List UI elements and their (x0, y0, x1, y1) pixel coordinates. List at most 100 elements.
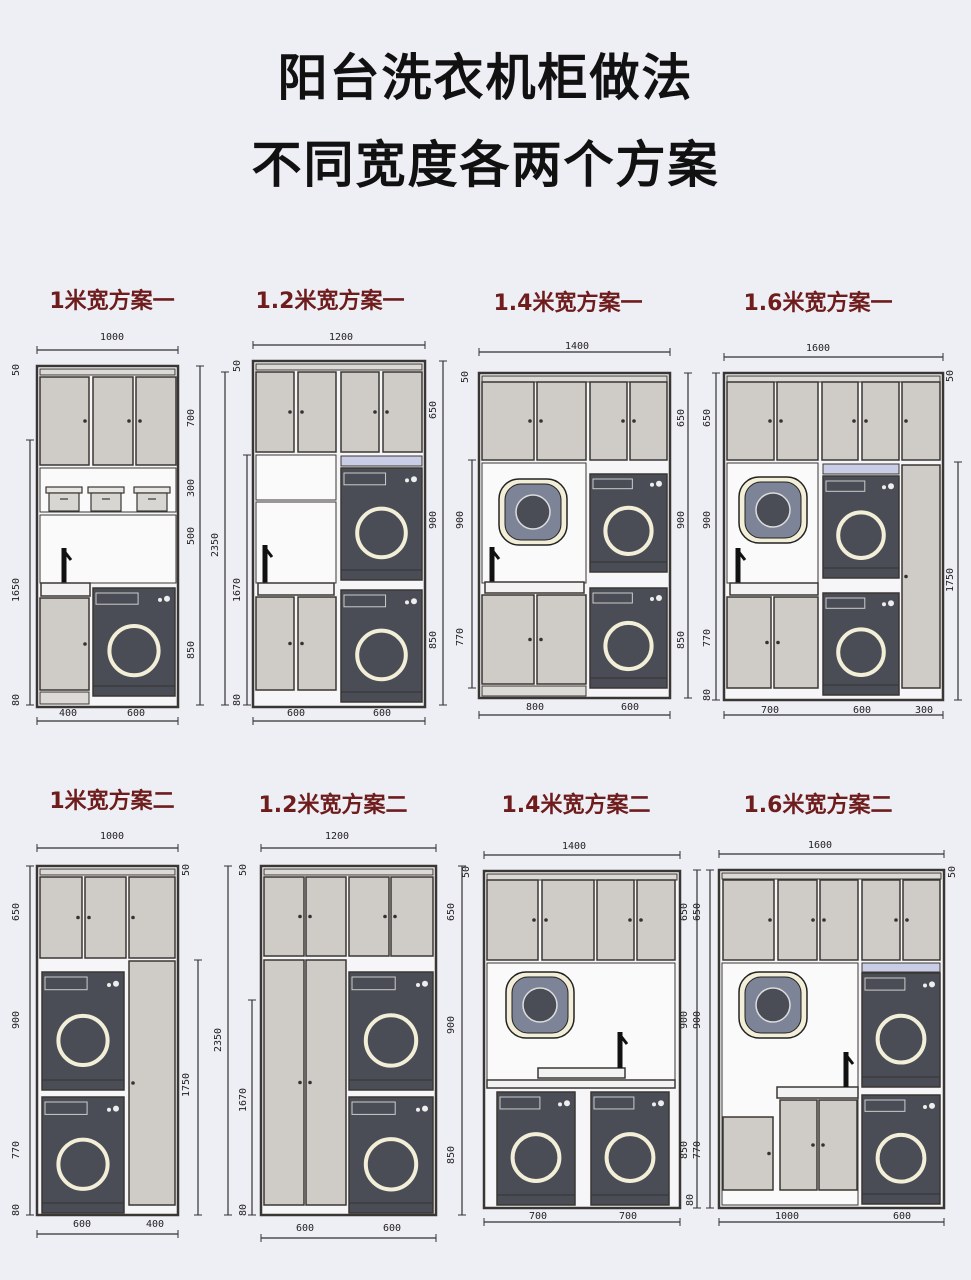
dryer-door (515, 494, 551, 530)
cabinet-door (128, 960, 176, 1206)
dimension-label: 650 (676, 409, 687, 427)
door-knob (131, 1081, 135, 1085)
control-panel (825, 597, 866, 609)
control-knob (650, 597, 654, 601)
dimension-label: 80 (702, 689, 713, 701)
countertop (537, 1067, 626, 1079)
dimension-label: 50 (947, 866, 958, 878)
countertop (776, 1086, 859, 1099)
cabinet-door (263, 876, 305, 957)
dimension-label: 600 (893, 1211, 911, 1222)
cabinet-door (39, 876, 83, 959)
control-knob (107, 982, 111, 987)
top-panel (721, 872, 942, 880)
control-knob (416, 1107, 420, 1112)
dimension-label: 770 (11, 1141, 22, 1159)
open-niche (39, 514, 177, 584)
control-panel (44, 976, 88, 991)
cabinet-door (305, 876, 347, 957)
faucet-spout (844, 1054, 855, 1065)
cabinet-door (297, 371, 337, 453)
cabinet-door (481, 381, 535, 461)
door-knob (904, 419, 908, 423)
dimension-label: 900 (11, 1011, 22, 1029)
dimension-label: 600 (127, 708, 145, 719)
dimension-label: 300 (915, 705, 933, 716)
storage-box-lid (45, 486, 83, 494)
dimension-label: 600 (373, 708, 391, 719)
top-panel (263, 868, 434, 876)
dimension-label: 1000 (775, 1211, 799, 1222)
cabinet-door (777, 879, 818, 961)
panel-title: 1.2米宽方案二 (259, 792, 408, 818)
control-knob (929, 981, 935, 988)
control-knob (650, 482, 654, 487)
dimension-label: 80 (685, 1194, 696, 1206)
cabinet-door (255, 371, 295, 453)
washing-machine (340, 589, 423, 703)
door-knob (905, 918, 909, 922)
door-knob (852, 419, 856, 423)
dimension-label: 650 (428, 401, 439, 419)
washer-door (603, 620, 654, 672)
door-knob (300, 410, 304, 414)
door-knob (776, 640, 780, 645)
faucet (735, 548, 741, 583)
dimension-label: 770 (692, 1141, 703, 1159)
cabinet-door (901, 464, 941, 689)
top-panel (726, 375, 941, 383)
dimension-label: 900 (679, 1011, 690, 1029)
dimension-label: 50 (232, 360, 243, 372)
cabinet-door (297, 596, 337, 691)
cabinet-door (819, 879, 859, 961)
dimension-label: 80 (11, 694, 22, 706)
door-knob (393, 914, 397, 919)
panel-title: 1米宽方案二 (49, 788, 174, 814)
door-knob (528, 419, 532, 423)
dimension-label: 1000 (100, 332, 124, 343)
dimension-label: 650 (702, 409, 713, 427)
dimension-label: 600 (621, 702, 639, 713)
door-knob (83, 642, 87, 646)
control-panel (351, 976, 396, 991)
faucet-spout (618, 1034, 629, 1045)
control-panel (343, 472, 387, 486)
cabinet-door (726, 596, 772, 689)
door-knob (385, 410, 389, 414)
dimension-label: 1200 (329, 332, 353, 343)
dimension-label: 650 (692, 903, 703, 921)
door-knob (127, 419, 131, 423)
storage-box-lid (133, 486, 171, 494)
cabinet-door (128, 876, 176, 959)
cabinet-door (861, 381, 900, 461)
control-knob (658, 1100, 664, 1107)
control-panel (343, 594, 387, 608)
door-knob (308, 1080, 312, 1085)
control-panel (864, 977, 906, 991)
cabinet-door (629, 381, 668, 461)
faucet (489, 547, 495, 583)
door-knob (288, 410, 292, 414)
washer-door (363, 1137, 419, 1192)
dimension-label: 770 (702, 629, 713, 647)
faucet-spout (490, 549, 501, 560)
control-knob (107, 1107, 111, 1112)
control-panel (825, 480, 866, 492)
dryer-door (522, 987, 558, 1023)
control-knob (888, 483, 894, 490)
door-knob (383, 914, 387, 919)
box-handle (60, 498, 68, 500)
washing-machine (340, 467, 423, 581)
top-panel (486, 873, 678, 881)
cabinet-door (541, 879, 595, 961)
dimension-label: 80 (232, 694, 243, 706)
dimension-label: 1750 (181, 1073, 192, 1097)
countertop (486, 1079, 676, 1089)
dimension-label: 1650 (11, 578, 22, 602)
panel-title: 1.6米宽方案二 (744, 792, 893, 818)
washer-door (363, 1013, 419, 1068)
control-knob (405, 478, 409, 483)
